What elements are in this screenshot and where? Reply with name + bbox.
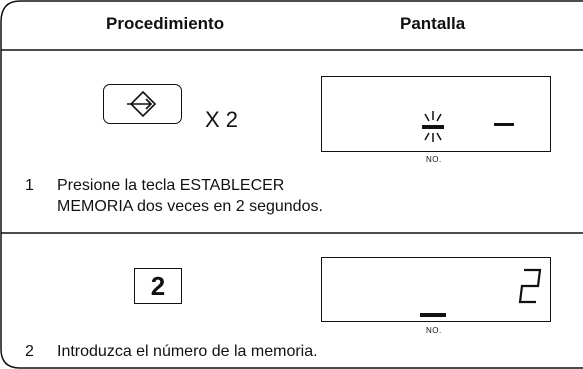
press-count: X 2 bbox=[205, 107, 239, 132]
lcd-display-step2 bbox=[321, 257, 551, 322]
display-no-label: NO. bbox=[426, 326, 442, 335]
header-display: Pantalla bbox=[400, 14, 466, 33]
step-text-line: MEMORIA dos veces en 2 segundos. bbox=[57, 198, 323, 215]
number-key-2: 2 bbox=[134, 268, 182, 304]
step-number: 1 bbox=[25, 177, 34, 194]
enter-arrow-icon bbox=[127, 90, 157, 118]
display-no-label: NO. bbox=[426, 155, 442, 164]
seven-segment-digit bbox=[518, 268, 542, 304]
lcd-display-step1 bbox=[321, 76, 551, 152]
memory-set-key bbox=[103, 84, 182, 124]
step-text-line: Presione la tecla ESTABLECER bbox=[57, 177, 285, 194]
step-number: 2 bbox=[25, 343, 34, 360]
blinking-cursor-icon bbox=[422, 111, 444, 142]
step-text: Presione la tecla ESTABLECER MEMORIA dos… bbox=[57, 175, 323, 217]
display-underscore bbox=[420, 313, 446, 317]
step-text: Introduzca el número de la memoria. bbox=[57, 343, 318, 360]
header-procedure: Procedimiento bbox=[106, 14, 225, 33]
display-dash bbox=[494, 123, 514, 126]
